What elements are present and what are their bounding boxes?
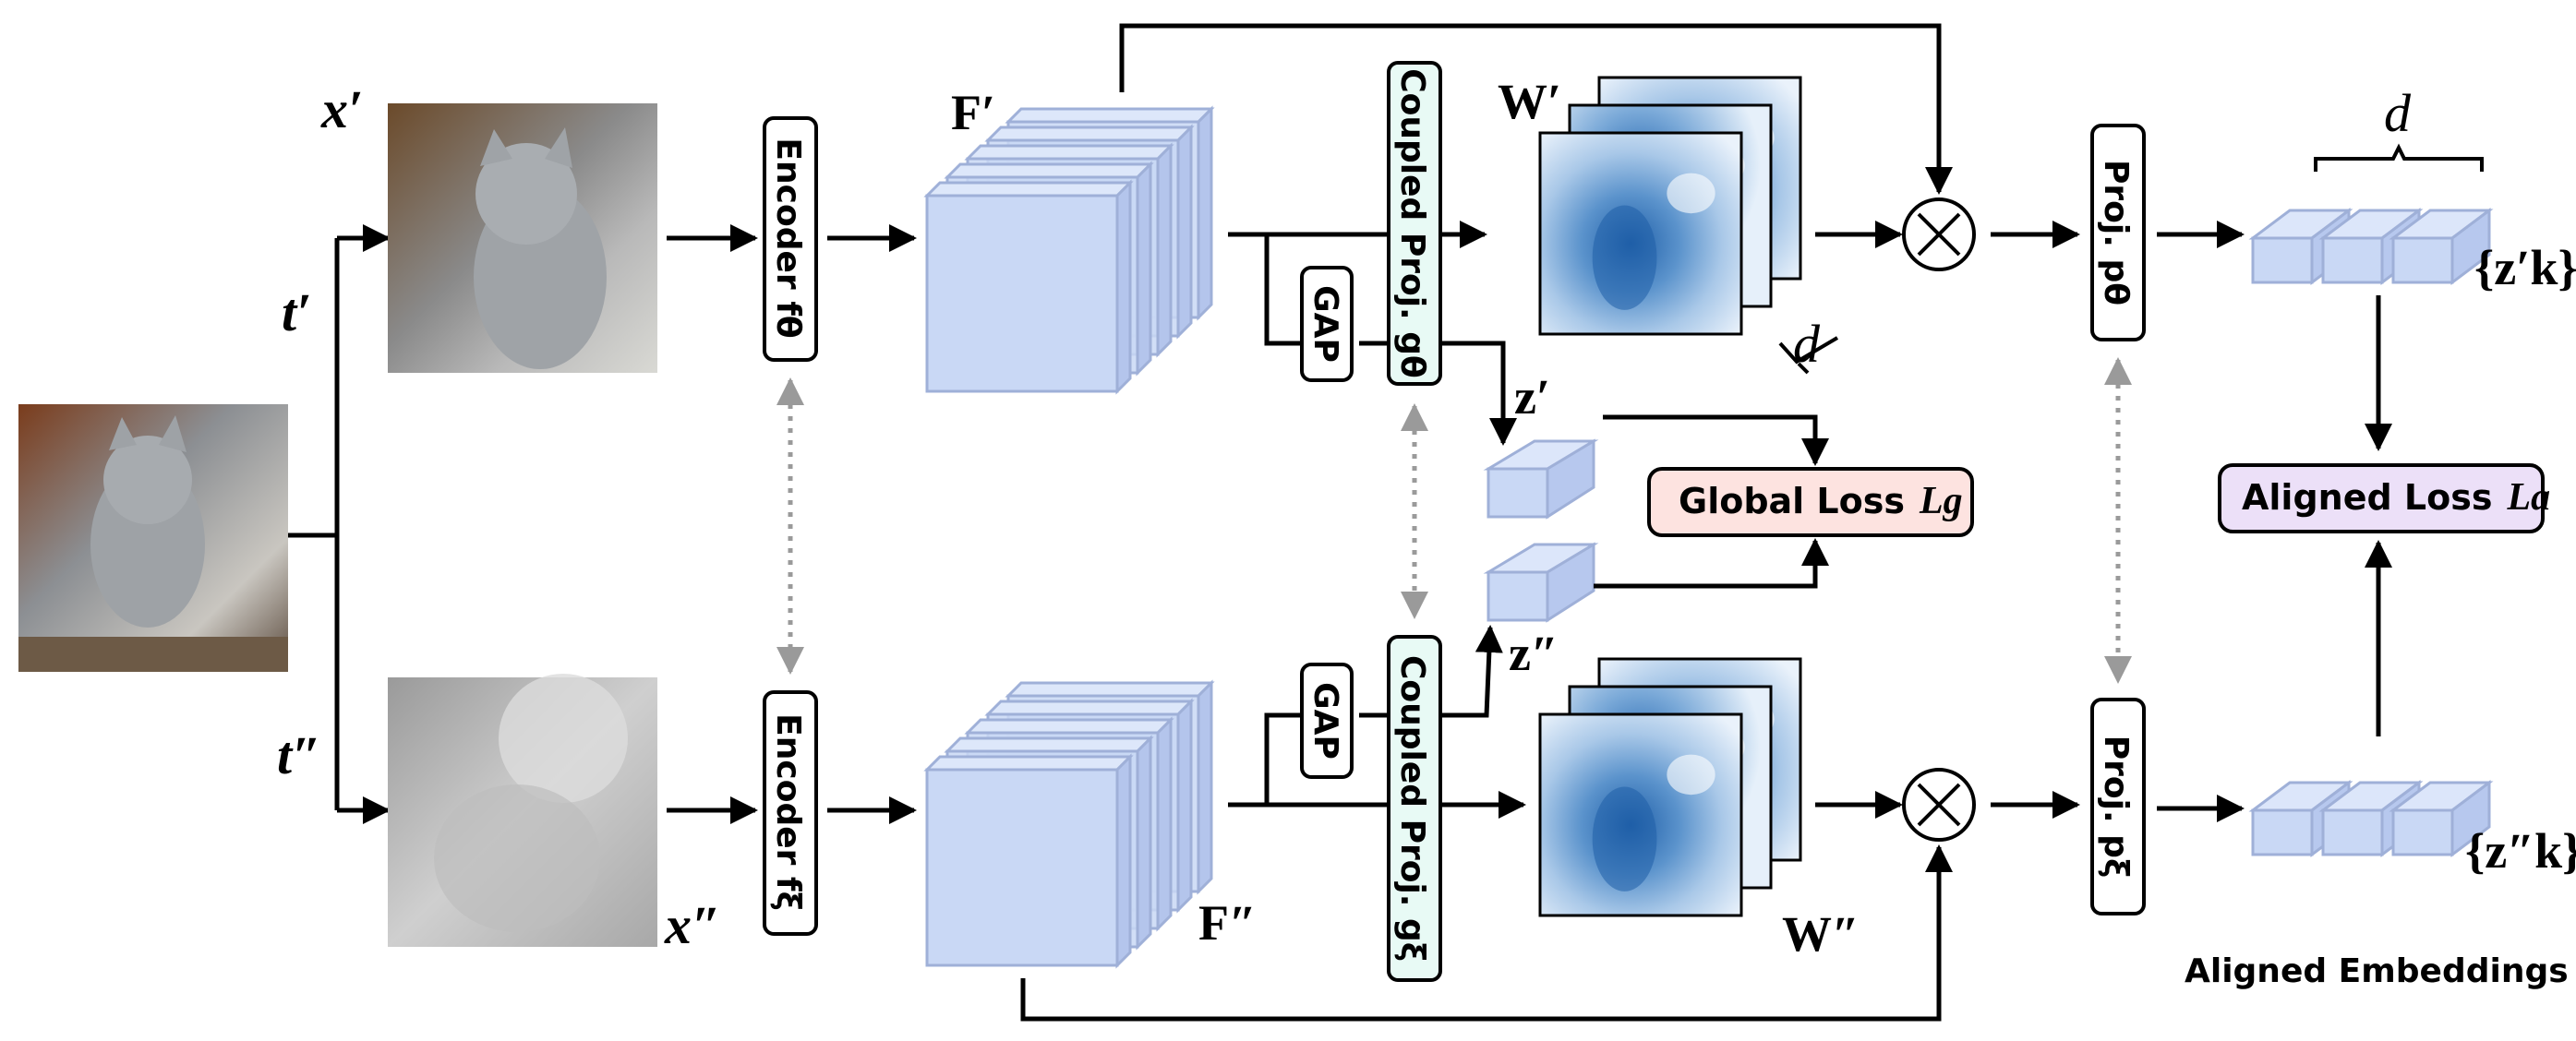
encoder-bottom: Encoder fξ (763, 690, 818, 936)
aligned-loss-box: Aligned Loss La (2218, 463, 2550, 533)
heatmap-layer (1538, 131, 1743, 336)
x-prime-label: x′ (320, 79, 363, 139)
global-loss-box: Global Loss Lg (1647, 467, 1974, 537)
gap-bottom: GAP (1300, 663, 1354, 779)
multiply-op-top (1902, 197, 1976, 271)
skip-connection-top (1119, 23, 1953, 195)
W-dprime-label: W″ (1782, 906, 1860, 962)
heatmap-stack-bottom (1538, 657, 1802, 917)
embedding-vector (2389, 208, 2494, 285)
d-brace-embeddings (2314, 143, 2484, 172)
t-prime-label: t′ (282, 282, 311, 342)
feature-map-layer (923, 179, 1134, 395)
proj-bottom-label: Proj. pξ (2097, 736, 2135, 878)
aligned-embeddings-top (2248, 208, 2494, 285)
feature-map-layer (923, 753, 1134, 969)
flow-z-to-global-loss (1594, 414, 1829, 589)
gap-top: GAP (1300, 266, 1354, 382)
embedding-vector (2389, 780, 2494, 857)
coupled-proj-bottom-label: Coupled Proj. gξ (1393, 655, 1431, 962)
aligned-embeddings-bottom (2248, 780, 2494, 857)
F-prime-label: F′ (951, 85, 995, 140)
flow-bottom-to-coupled (1228, 625, 1526, 819)
multiply-op-bottom (1902, 768, 1976, 842)
z-dprime-label: z″ (1509, 626, 1559, 681)
feature-stack-bottom (923, 679, 1215, 969)
encoder-top-label: Encoder fθ (769, 138, 807, 338)
F-dprime-label: F″ (1198, 895, 1257, 951)
z-prime-vector (1483, 438, 1599, 520)
input-cat-image (18, 404, 288, 672)
gap-top-label: GAP (1306, 285, 1344, 363)
d-brace-heatmap (1778, 336, 1839, 375)
d-side-label: d (1793, 314, 1821, 374)
proj-top-label: Proj. pθ (2097, 160, 2135, 305)
t-dprime-label: t″ (277, 725, 321, 785)
flow-top-to-coupled (1228, 221, 1517, 446)
coupled-proj-top: Coupled Proj. gθ (1387, 61, 1442, 386)
proj-top: Proj. pθ (2090, 124, 2146, 341)
d-top-label: d (2384, 83, 2412, 143)
feature-stack-top (923, 105, 1215, 395)
encoder-top: Encoder fθ (763, 116, 818, 362)
z-dprime-vector (1483, 542, 1599, 623)
gap-bottom-label: GAP (1306, 682, 1344, 760)
zk-dprime-label: {z″k} (2465, 823, 2576, 879)
encoder-bottom-label: Encoder fξ (769, 713, 807, 911)
x-dprime-label: x″ (664, 895, 721, 955)
global-loss-symbol: Lg (1919, 480, 1963, 522)
view-image-top (388, 103, 657, 373)
coupled-proj-bottom: Coupled Proj. gξ (1387, 635, 1442, 982)
input-split-lines (288, 224, 391, 824)
view-image-bottom (388, 674, 657, 947)
proj-bottom: Proj. pξ (2090, 698, 2146, 915)
coupled-proj-top-label: Coupled Proj. gθ (1393, 68, 1431, 378)
aligned-loss-text: Aligned Loss (2242, 477, 2492, 518)
zk-prime-label: {z′k} (2474, 240, 2576, 295)
skip-connection-bottom (1020, 844, 1953, 1022)
global-loss-text: Global Loss (1679, 481, 1905, 521)
aligned-loss-symbol: La (2506, 476, 2550, 519)
heatmap-layer (1538, 712, 1743, 917)
aligned-embeddings-caption: Aligned Embeddings (2185, 952, 2569, 990)
W-prime-label: W′ (1498, 74, 1561, 129)
heatmap-stack-top (1538, 76, 1802, 336)
z-prime-label: z′ (1514, 369, 1550, 425)
